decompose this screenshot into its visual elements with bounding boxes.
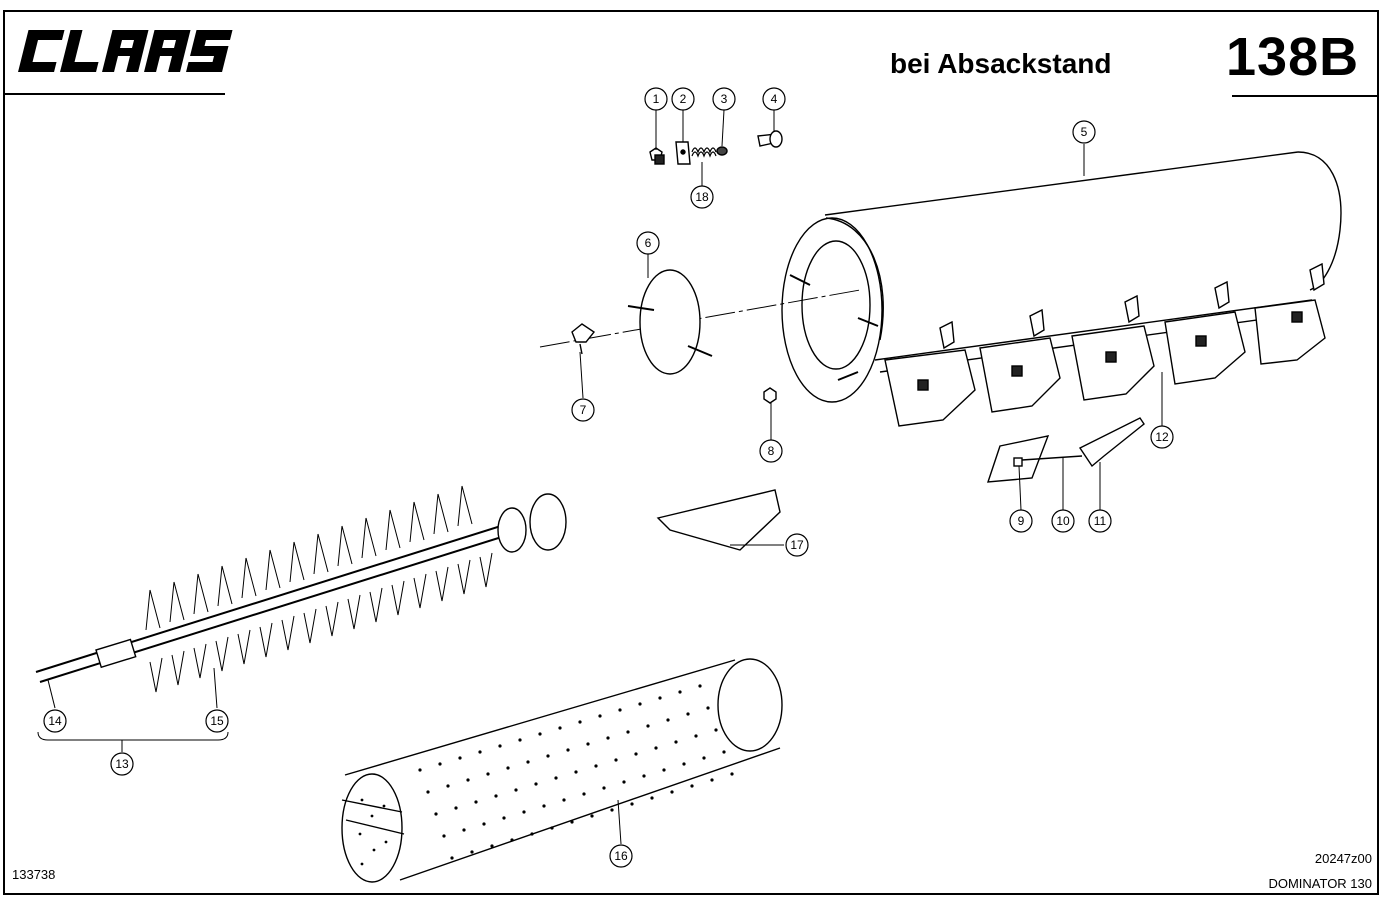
page-subtitle: bei Absackstand xyxy=(890,48,1112,79)
header-rule-right xyxy=(1232,95,1379,97)
callout-17 xyxy=(785,533,809,557)
callout-16 xyxy=(609,844,633,868)
bracket-part xyxy=(571,323,596,355)
callout-label-3: 3 xyxy=(721,92,728,106)
callout-label-11: 11 xyxy=(1094,514,1107,528)
callout-label-17: 17 xyxy=(790,538,804,552)
callout-9 xyxy=(1009,509,1033,533)
bolt-part xyxy=(757,130,783,148)
callout-label-15: 15 xyxy=(210,714,224,728)
callout-14 xyxy=(43,709,67,733)
callout-13 xyxy=(110,752,134,776)
callout-label-2: 2 xyxy=(680,92,687,106)
clamp-plate-part xyxy=(675,141,691,165)
callout-label-16: 16 xyxy=(614,849,628,863)
drum-perforation-pattern xyxy=(358,684,734,866)
callout-label-12: 12 xyxy=(1155,430,1169,444)
callout-label-5: 5 xyxy=(1081,125,1088,139)
drawing-code: 20247z00 xyxy=(1314,851,1372,866)
callout-label-14: 14 xyxy=(48,714,62,728)
callout-11 xyxy=(1088,509,1112,533)
callout-15 xyxy=(205,709,229,733)
callout-12 xyxy=(1150,425,1174,449)
flap-plate-part xyxy=(986,435,1050,483)
auger-housing-part xyxy=(781,151,1342,427)
callout-3 xyxy=(712,87,736,111)
end-cover-part xyxy=(627,269,713,375)
callout-group xyxy=(43,87,1174,868)
callout-label-1: 1 xyxy=(653,92,660,106)
callout-6 xyxy=(636,231,660,255)
callout-1 xyxy=(644,87,668,111)
callout-label-18: 18 xyxy=(695,190,709,204)
callout-label-8: 8 xyxy=(768,444,775,458)
callout-8 xyxy=(759,439,783,463)
claas-logo xyxy=(18,30,233,72)
perforated-sieve-drum-part xyxy=(341,658,783,883)
callout-7 xyxy=(571,398,595,422)
sheet-number: 138B xyxy=(1226,27,1360,87)
model-name: DOMINATOR 130 xyxy=(1268,876,1372,891)
auger-assembly-part xyxy=(35,485,567,741)
rod-part xyxy=(1021,455,1083,461)
callout-label-13: 13 xyxy=(115,757,129,771)
spring-part xyxy=(691,147,717,158)
wing-nut-part xyxy=(649,147,665,165)
header-rule-left xyxy=(3,93,225,95)
callout-10 xyxy=(1051,509,1075,533)
document-number: 133738 xyxy=(12,867,56,882)
hex-nut-part xyxy=(763,387,777,404)
lever-part xyxy=(1078,417,1145,468)
callout-label-4: 4 xyxy=(771,92,778,106)
callout-2 xyxy=(671,87,695,111)
triangular-plate-part xyxy=(656,489,781,551)
leader-lines xyxy=(47,109,1163,845)
callout-label-6: 6 xyxy=(645,236,652,250)
callout-18 xyxy=(690,185,714,209)
nut-part xyxy=(716,146,728,156)
callout-label-9: 9 xyxy=(1018,514,1025,528)
callout-5 xyxy=(1072,120,1096,144)
callout-4 xyxy=(762,87,786,111)
drawing-frame xyxy=(3,10,1379,895)
callout-label-7: 7 xyxy=(580,403,587,417)
callout-label-10: 10 xyxy=(1056,514,1070,528)
